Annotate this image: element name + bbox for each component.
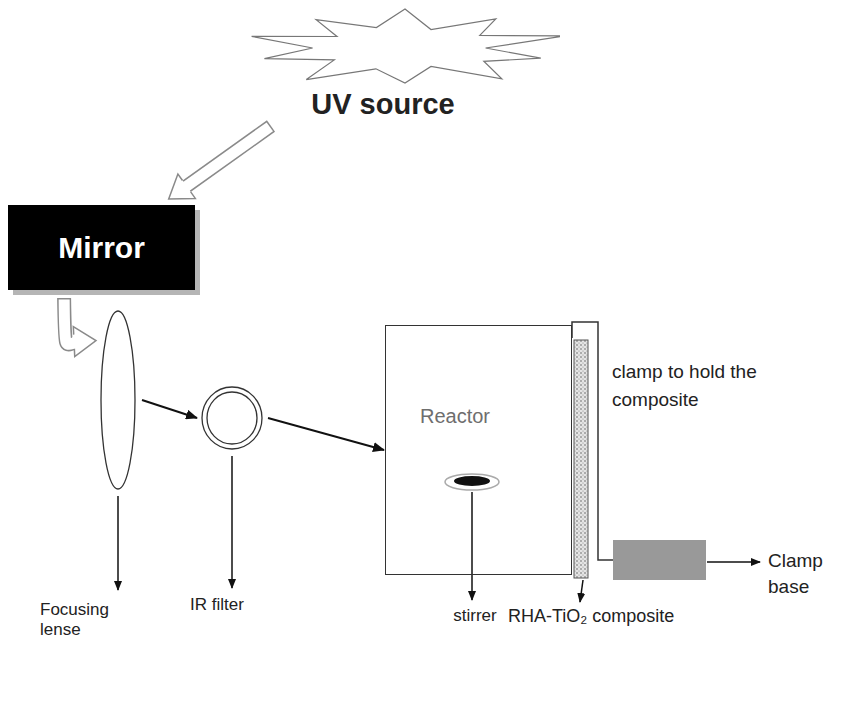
part-label: stirrer [444,606,506,626]
leader-arrow [707,561,760,563]
arrow-line [268,418,384,450]
arrow-shaft-fill [185,127,270,188]
filter-outline [200,386,264,450]
leader-arrow [580,580,583,602]
stirrer-ring [445,474,499,490]
leader-arrow [471,492,473,600]
block-arrow [169,126,271,199]
stirrer-bar [454,476,490,486]
source-starburst: UV source [220,8,560,126]
light-ray-arrow [268,418,384,450]
block-arrow [64,298,96,357]
starburst-outline [220,8,560,90]
part-label: Clamp base [768,548,848,600]
arrow-line [142,400,197,418]
arrow-head [73,327,96,357]
mirror-box: Mirror [8,205,195,290]
node-text: IR filter [190,595,280,615]
lens-outline [100,310,136,490]
leader-arrow [117,496,119,590]
clamp-base [613,540,706,580]
composite-strip [574,340,588,578]
filter-inner-ring [207,392,257,444]
filter-outer-ring [202,387,262,449]
part-label: clamp to hold the composite [612,358,787,414]
starburst-shape [252,9,560,83]
lens-ellipse [101,311,135,489]
node-text: UV source [220,87,560,121]
filter-ring: IR filter [200,386,264,450]
reactor-box: Reactor [385,325,572,575]
node-text: Focusing lense [40,600,140,640]
light-ray-arrow [142,400,197,418]
node-text: Mirror [50,230,153,266]
lens-shape: Focusing lense [100,310,136,490]
arrow-shaft-fill [64,299,76,344]
node-text: Reactor [420,404,490,428]
leader-arrow [231,456,233,588]
part-label: RHA-TiO₂ composite [508,606,723,627]
